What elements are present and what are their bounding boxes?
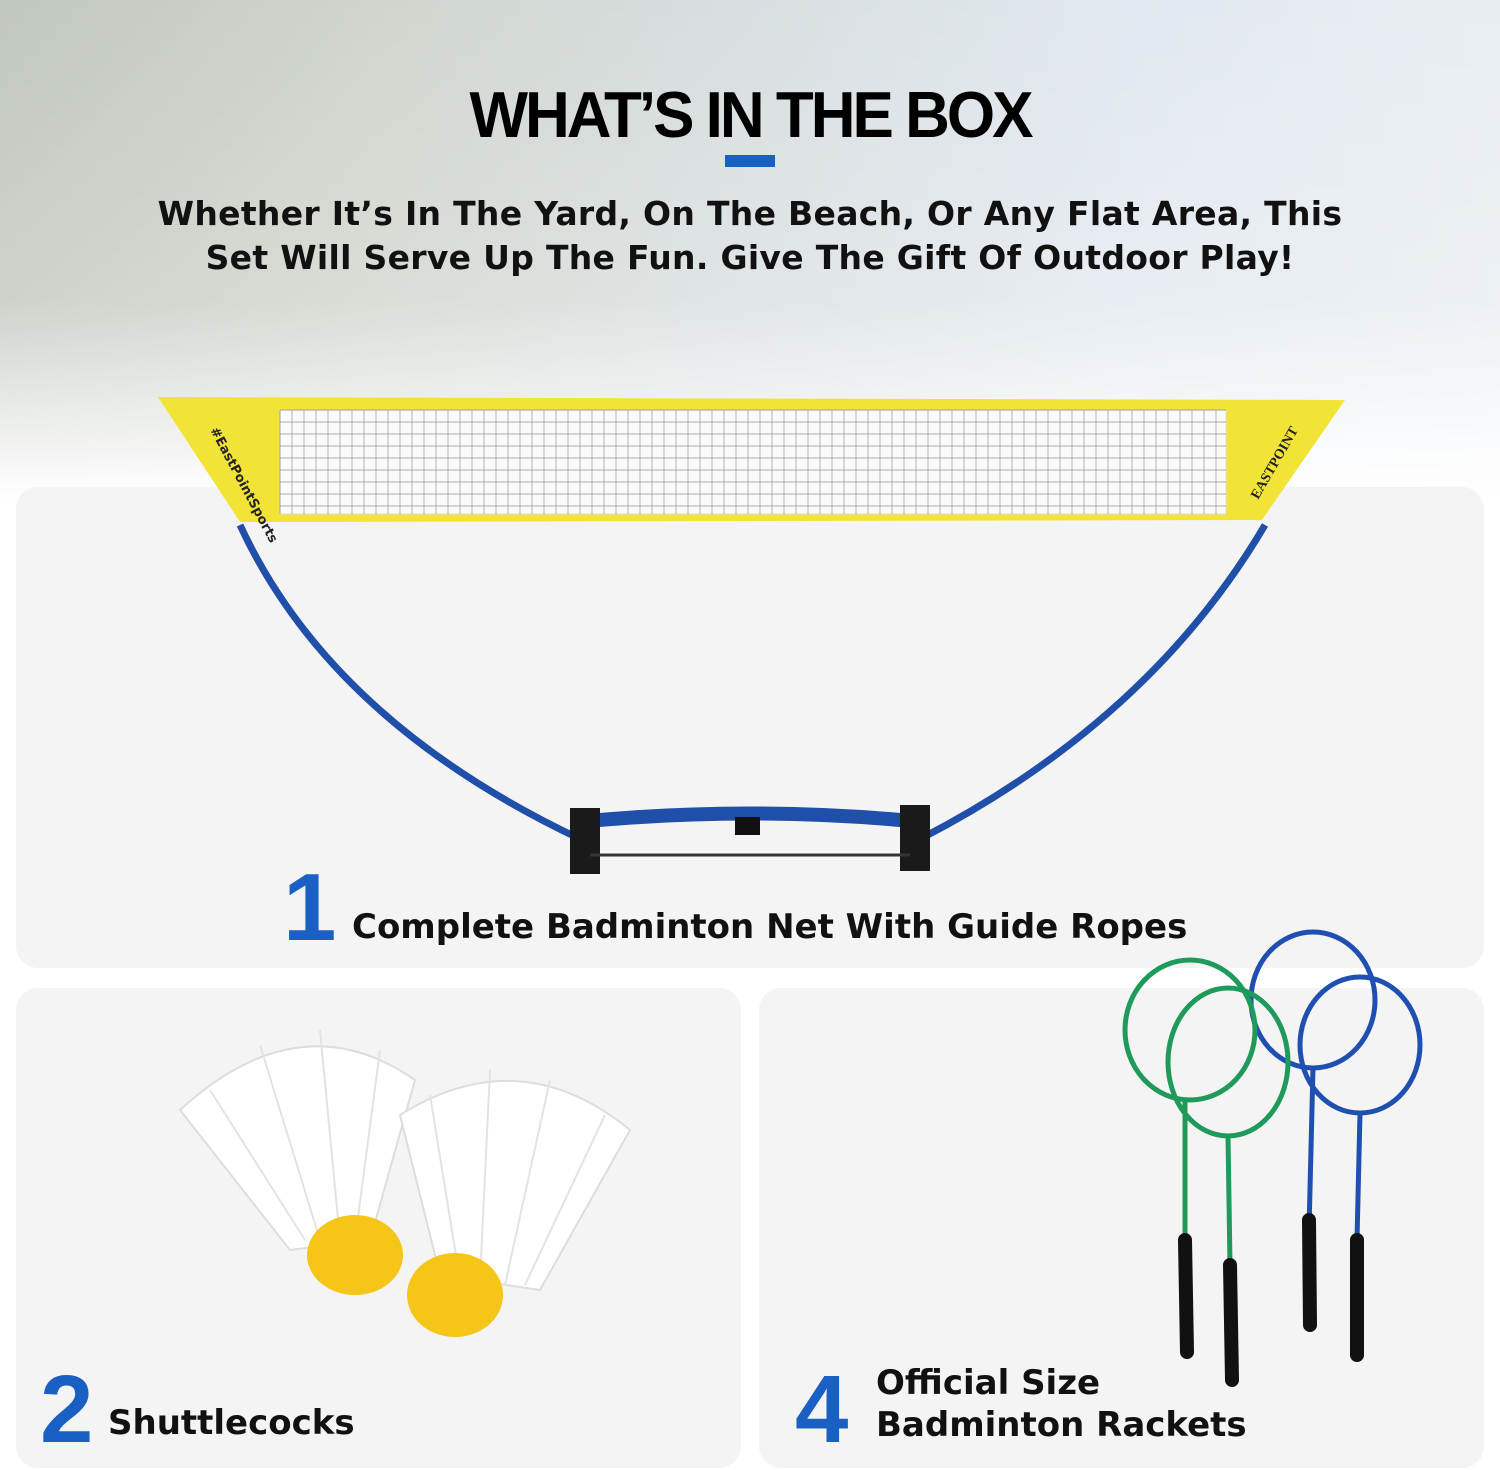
rackets-image	[1122, 929, 1423, 1387]
subtitle-line: Set Will Serve Up The Fun. Give The Gift…	[205, 238, 1295, 277]
label-line: Official Size	[876, 1363, 1101, 1403]
item-count-net: 1	[283, 854, 337, 961]
subtitle: Whether It’s In The Yard, On The Beach, …	[150, 192, 1350, 280]
racket-item-card	[759, 988, 1484, 1468]
label-line: Badminton Rackets	[876, 1405, 1247, 1445]
shuttlecocks-image	[178, 1029, 632, 1337]
item-count-shuttlecocks: 2	[40, 1356, 94, 1463]
subtitle-line: Whether It’s In The Yard, On The Beach, …	[157, 194, 1343, 233]
page-title: WHAT’S IN THE BOX	[469, 79, 1034, 152]
item-label-shuttlecocks: Shuttlecocks	[108, 1403, 355, 1443]
badminton-net-image: #EastPointSports EASTPOINT	[158, 397, 1345, 874]
item-count-rackets: 4	[795, 1356, 849, 1463]
title-underline	[725, 155, 775, 167]
item-label-net: Complete Badminton Net With Guide Ropes	[352, 907, 1188, 947]
item-label-rackets: Official Size Badminton Rackets	[876, 1362, 1247, 1446]
